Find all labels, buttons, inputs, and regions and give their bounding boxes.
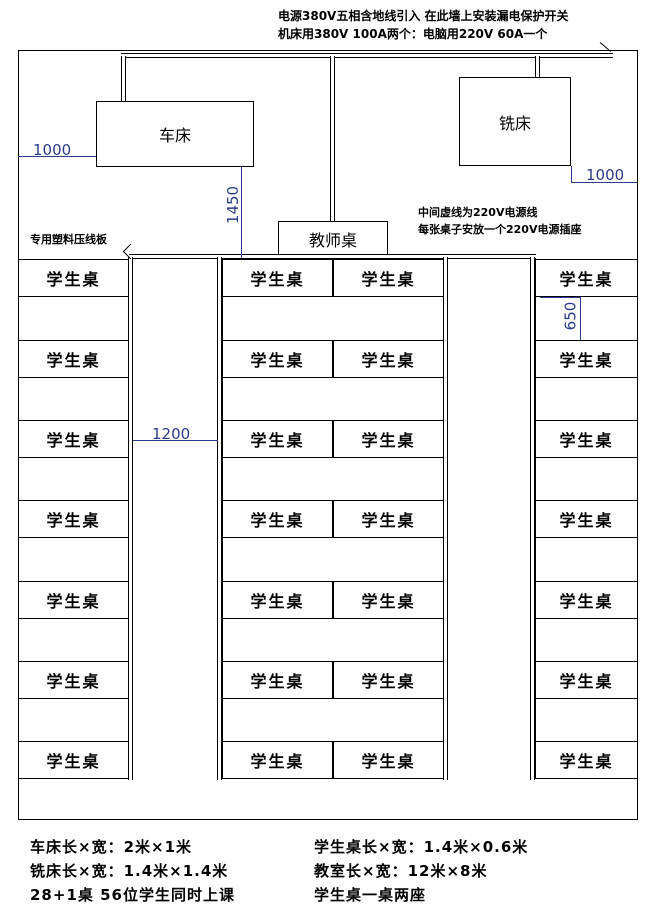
student-desk: 学生桌 [333,581,444,619]
student-desk: 学生桌 [535,661,638,699]
student-desk: 学生桌 [222,420,333,458]
mill-wall-dim-line [571,182,637,183]
student-desk: 学生桌 [333,259,444,297]
desk-row-gap [18,699,129,741]
aisle-dim-line [133,440,218,441]
student-desk: 学生桌 [535,500,638,538]
student-desk: 学生桌 [222,500,333,538]
lathe-desk-dimension: 1450 [224,185,243,225]
lathe-desk-dim-line [241,167,242,258]
student-desk: 学生桌 [535,741,638,779]
desk-row-gap [18,619,129,661]
footer-room-size: 教室长×宽：12米×8米 [314,862,488,880]
milling-machine: 铣床 [459,77,571,166]
desk-row-gap [535,699,638,741]
student-desk: 学生桌 [333,420,444,458]
desk-row-gap [535,619,638,661]
student-desk: 学生桌 [222,661,333,699]
middle-left-trunking [217,257,222,780]
footer-seating: 学生桌一桌两座 [314,886,427,904]
desk-row-gap [18,378,129,420]
student-desk: 学生桌 [535,581,638,619]
student-desk: 学生桌 [18,661,129,699]
desk-row-gap [18,297,129,340]
footer-mill-size: 铣床长×宽：1.4米×1.4米 [30,862,229,880]
desk-row-gap [222,458,444,500]
lathe-feed [121,56,126,101]
student-desk: 学生桌 [535,259,638,297]
student-desk: 学生桌 [18,340,129,378]
desk-row-gap [222,378,444,420]
mill-wall-dimension: 1000 [586,166,625,184]
teacher-desk: 教师桌 [278,221,388,256]
desk-row-gap [535,297,638,340]
center-feed [330,56,335,256]
student-desk: 学生桌 [18,420,129,458]
mill-wall-dim-tick [571,166,572,182]
mill-feed [535,56,540,78]
desk-row-gap [18,538,129,581]
student-desk: 学生桌 [18,259,129,297]
footer-desk-size: 学生桌长×宽：1.4米×0.6米 [314,838,529,856]
footer-lathe-size: 车床长×宽：2米×1米 [30,838,193,856]
lathe-wall-dim-line [18,156,96,157]
student-desk: 学生桌 [333,661,444,699]
power-note-line2: 机床用380V 100A两个：电脑用220V 60A一个 [278,27,548,41]
row-gap-dim-tick [540,297,580,298]
trunking-note: 专用塑料压线板 [30,233,107,246]
student-desk: 学生桌 [18,581,129,619]
lathe-wall-dimension: 1000 [33,141,72,159]
student-desk: 学生桌 [222,581,333,619]
student-desk: 学生桌 [222,741,333,779]
desk-row-gap [18,458,129,500]
student-desk: 学生桌 [333,340,444,378]
lathe: 车床 [96,101,254,167]
desk-row-gap [222,538,444,581]
aisle-dimension: 1200 [152,425,191,443]
desk-row-gap [222,699,444,741]
center-line-note-1: 中间虚线为220V电源线 [418,206,538,219]
right-trunking [530,257,535,780]
desk-row-gap [535,378,638,420]
student-desk: 学生桌 [333,741,444,779]
desk-row-gap [535,458,638,500]
desk-row-gap [535,538,638,581]
student-desk: 学生桌 [222,259,333,297]
desk-row-gap [222,619,444,661]
row-gap-dim-line [580,297,581,340]
footer-count: 28+1桌 56位学生同时上课 [30,886,235,904]
desk-trunking [129,254,536,259]
center-line-note-2: 每张桌子安放一个220V电源插座 [418,223,582,236]
student-desk: 学生桌 [333,500,444,538]
student-desk: 学生桌 [535,420,638,458]
student-desk: 学生桌 [18,741,129,779]
power-note-line1: 电源380V五相含地线引入 在此墙上安装漏电保护开关 [278,9,569,23]
student-desk: 学生桌 [222,340,333,378]
top-power-rail [121,53,613,58]
desk-row-gap [222,297,444,340]
student-desk: 学生桌 [18,500,129,538]
student-desk: 学生桌 [535,340,638,378]
